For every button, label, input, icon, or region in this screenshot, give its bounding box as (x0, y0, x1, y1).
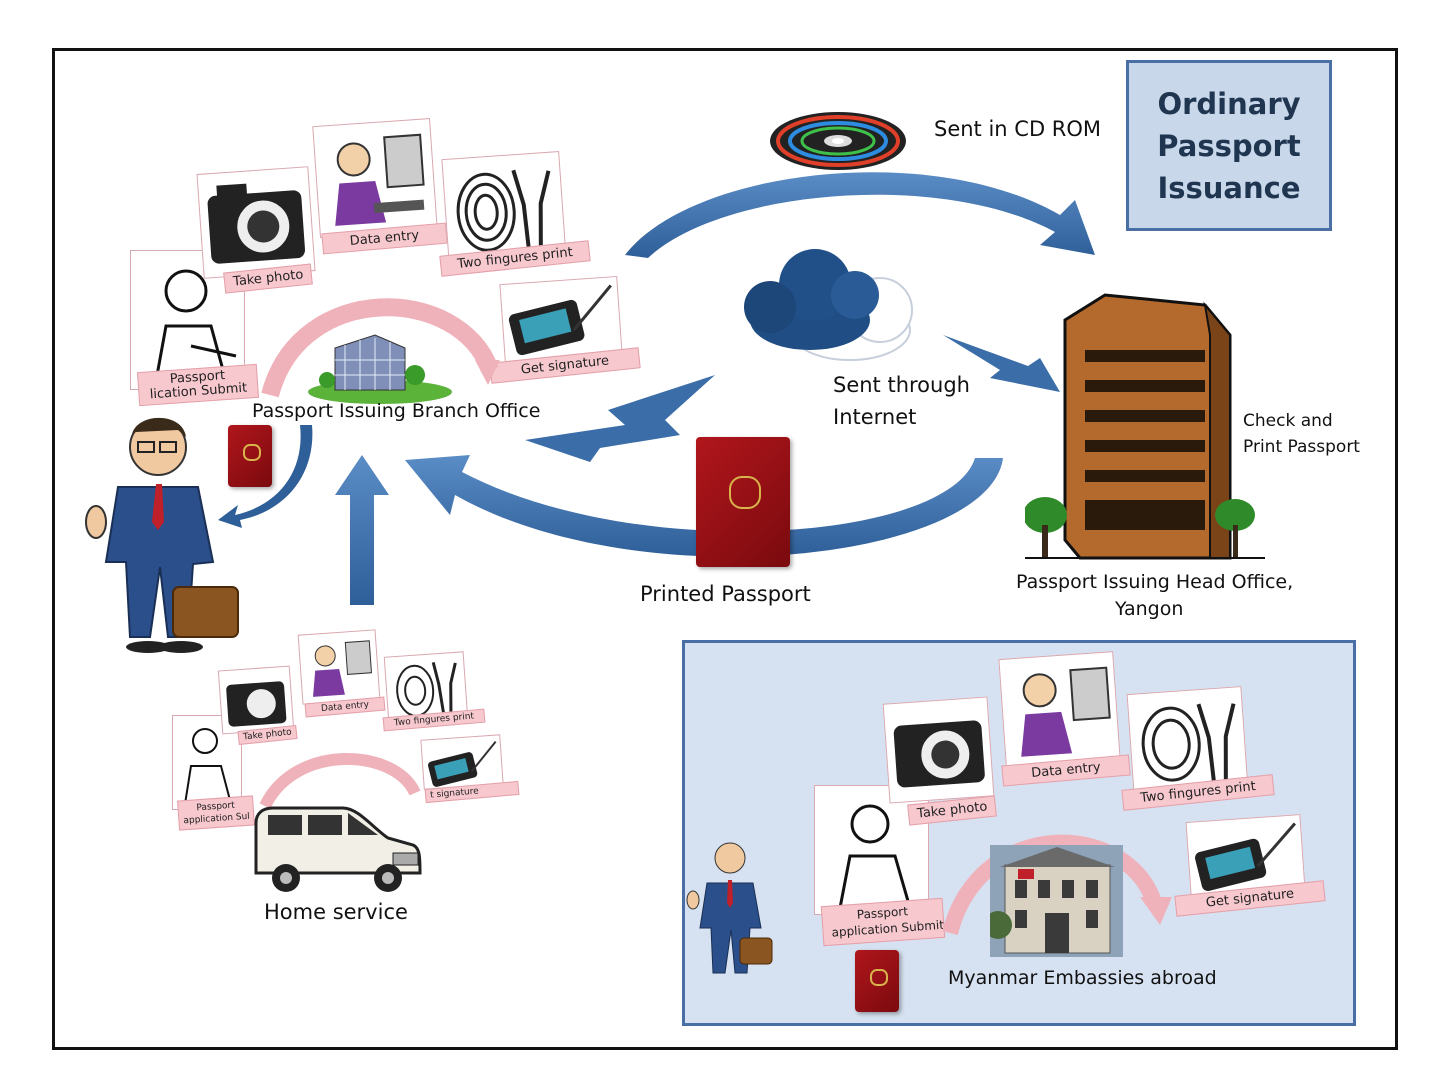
deliver-to-person-arrow (218, 425, 313, 528)
applicant-writing-icon (184, 728, 232, 805)
check-print-label-line-1: Check and (1243, 411, 1333, 431)
businessman-icon (85, 417, 239, 653)
emb-process-curve-arrow (942, 834, 1172, 935)
businessman-icon (686, 842, 773, 974)
home-signature-card (420, 734, 504, 790)
process-curve-arrow (261, 298, 500, 398)
tower-building-icon (1025, 293, 1265, 560)
signature-pad-icon (1195, 822, 1297, 892)
cloud-icon (744, 249, 913, 361)
home-photo-card (217, 665, 295, 735)
camera-icon (207, 183, 306, 264)
lightning-icon (943, 335, 1060, 392)
office-building-icon (308, 334, 452, 404)
title-line-1: Ordinary (1157, 86, 1301, 121)
data-entry-icon (1021, 666, 1111, 757)
branch-office-label: Passport Issuing Branch Office (252, 400, 541, 422)
embassy-photo-icon (990, 845, 1123, 957)
emb-signature-card (1185, 814, 1306, 897)
camera-icon (226, 681, 287, 727)
signature-card (499, 275, 623, 363)
passport-icon (696, 437, 790, 567)
fingerprint-icon (1141, 703, 1236, 782)
title-line-3: Issuance (1157, 170, 1301, 205)
internet-label-line-1: Sent through (833, 373, 970, 397)
printed-passport-label: Printed Passport (640, 582, 811, 606)
internet-label-line-2: Internet (833, 405, 917, 429)
emb-data-card (998, 651, 1121, 767)
title-box: Ordinary Passport Issuance (1126, 60, 1332, 231)
cd-rom-icon (770, 112, 906, 170)
check-print-label-line-2: Print Passport (1243, 437, 1360, 457)
emb-photo-card (882, 696, 995, 804)
passport-icon (228, 425, 272, 487)
embassies-label: Myanmar Embassies abroad (948, 967, 1217, 989)
signature-pad-icon (508, 284, 612, 356)
fingerprint-icon (396, 662, 457, 717)
cd-rom-arrow (625, 172, 1095, 258)
signature-pad-icon (428, 740, 497, 787)
data-entry-icon (313, 640, 373, 697)
data-entry-icon (335, 133, 425, 226)
emb-fingerprint-card (1126, 686, 1249, 796)
home-service-arrow (335, 455, 389, 605)
applicant-writing-icon (838, 804, 912, 909)
printed-passport-arrow (405, 455, 1003, 557)
home-data-card (297, 629, 381, 705)
van-icon (254, 806, 422, 892)
head-office-label-line-1: Passport Issuing Head Office, (1016, 571, 1294, 593)
cd-rom-label: Sent in CD ROM (934, 117, 1102, 141)
passport-icon (855, 950, 899, 1012)
take-photo-card (196, 166, 316, 279)
lightning-icon (525, 375, 715, 462)
home-fingerprint-card (383, 651, 469, 725)
home-service-label: Home service (264, 900, 408, 924)
title-line-2: Passport (1157, 128, 1301, 163)
home-process-curve-arrow (259, 752, 421, 808)
head-office-label-line-2: Yangon (1115, 598, 1184, 620)
data-entry-card (312, 118, 438, 238)
camera-icon (893, 720, 985, 788)
